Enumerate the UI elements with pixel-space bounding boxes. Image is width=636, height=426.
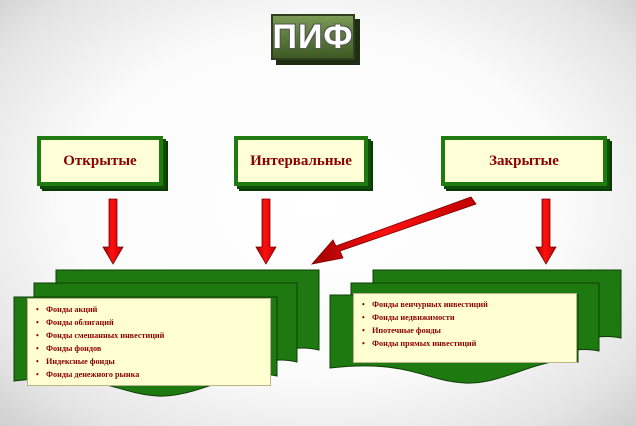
list-item: Фонды смешанных инвестиций bbox=[36, 329, 264, 342]
arrow-closed-to-left bbox=[310, 196, 477, 265]
arrow-open-down bbox=[102, 198, 124, 265]
category-open: Открытые bbox=[37, 136, 163, 186]
arrow-closed-down bbox=[535, 198, 557, 265]
right-fund-list: Фонды венчурных инвестиций Фонды недвижи… bbox=[353, 293, 577, 363]
list-item: Фонды денежного рынка bbox=[36, 368, 264, 381]
list-item: Фонды прямых инвестиций bbox=[362, 337, 570, 350]
list-item: Фонды акций bbox=[36, 303, 264, 316]
category-closed-label: Закрытые bbox=[445, 140, 603, 182]
list-item: Фонды венчурных инвестиций bbox=[362, 298, 570, 311]
category-open-label: Открытые bbox=[41, 140, 159, 182]
category-closed: Закрытые bbox=[441, 136, 607, 186]
title-text: ПИФ bbox=[272, 17, 354, 56]
list-item: Ипотечные фонды bbox=[362, 324, 570, 337]
list-item: Фонды фондов bbox=[36, 342, 264, 355]
title-box: ПИФ bbox=[271, 14, 355, 60]
list-item: Индексные фонды bbox=[36, 355, 264, 368]
category-interval-label: Интервальные bbox=[238, 140, 364, 182]
list-item: Фонды облигаций bbox=[36, 316, 264, 329]
list-item: Фонды недвижимости bbox=[362, 311, 570, 324]
left-fund-list: Фонды акций Фонды облигаций Фонды смешан… bbox=[27, 298, 271, 386]
category-interval: Интервальные bbox=[234, 136, 368, 186]
arrow-interval-down bbox=[255, 198, 277, 265]
